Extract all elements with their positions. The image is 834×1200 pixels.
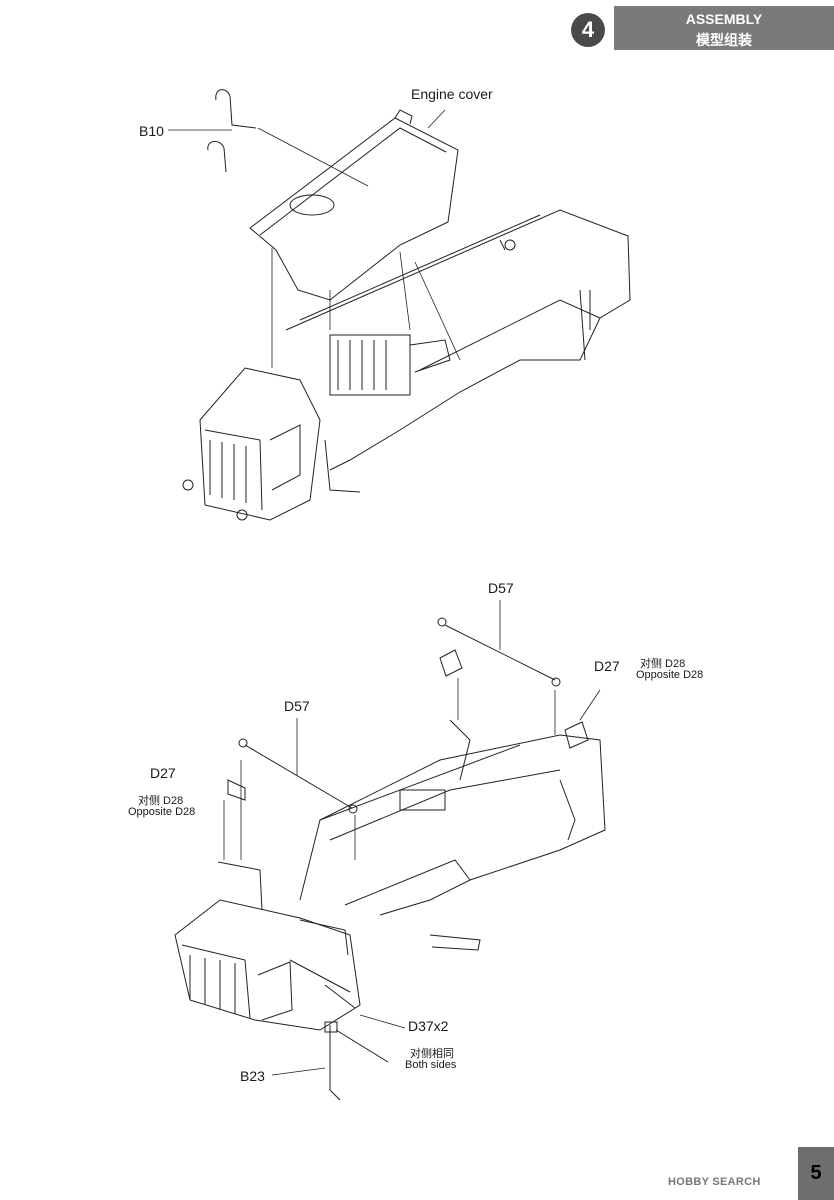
b23-part	[329, 1025, 341, 1101]
section-header: ASSEMBLY 模型组装	[614, 6, 834, 50]
d57-rod-top	[444, 624, 556, 681]
label-d57-left: D57	[284, 698, 310, 714]
label-d27-left: D27	[150, 765, 176, 781]
chassis-frame	[285, 209, 631, 471]
label-d57-top: D57	[488, 580, 514, 596]
label-b23: B23	[240, 1068, 265, 1084]
page-number: 5	[798, 1147, 834, 1200]
label-d27-right: D27	[594, 658, 620, 674]
front-grille-body	[199, 367, 321, 521]
d27-bracket-left	[227, 779, 246, 801]
d27-bracket-right	[564, 721, 589, 749]
label-both-sides-cn: 对侧相同	[410, 1048, 454, 1060]
label-opposite-en-left: Opposite D28	[128, 806, 196, 818]
diagram-suspension-assembly	[174, 600, 606, 1101]
chassis-frame-lower	[299, 734, 606, 916]
front-body-lower	[174, 899, 361, 1031]
label-both-sides-en: Both sides	[405, 1059, 457, 1071]
label-d37: D37x2	[408, 1018, 449, 1034]
label-opposite-cn-left: 对侧 D28	[138, 795, 184, 807]
step-number-badge: 4	[571, 13, 605, 47]
label-engine-cover: Engine cover	[411, 86, 493, 102]
watermark: HOBBY SEARCH	[668, 1176, 761, 1188]
label-b10: B10	[139, 123, 164, 139]
section-title-cn: 模型组装	[696, 32, 752, 48]
engine-cover-part	[249, 117, 459, 301]
b10-hose-part	[215, 89, 257, 129]
diagram-engine-cover-assembly	[168, 89, 631, 521]
section-title-en: ASSEMBLY	[685, 11, 763, 27]
d37-pin	[289, 959, 351, 993]
d57-rod-left	[244, 744, 353, 809]
label-opposite-cn-right: 对侧 D28	[640, 658, 686, 670]
label-opposite-en-right: Opposite D28	[636, 669, 704, 681]
